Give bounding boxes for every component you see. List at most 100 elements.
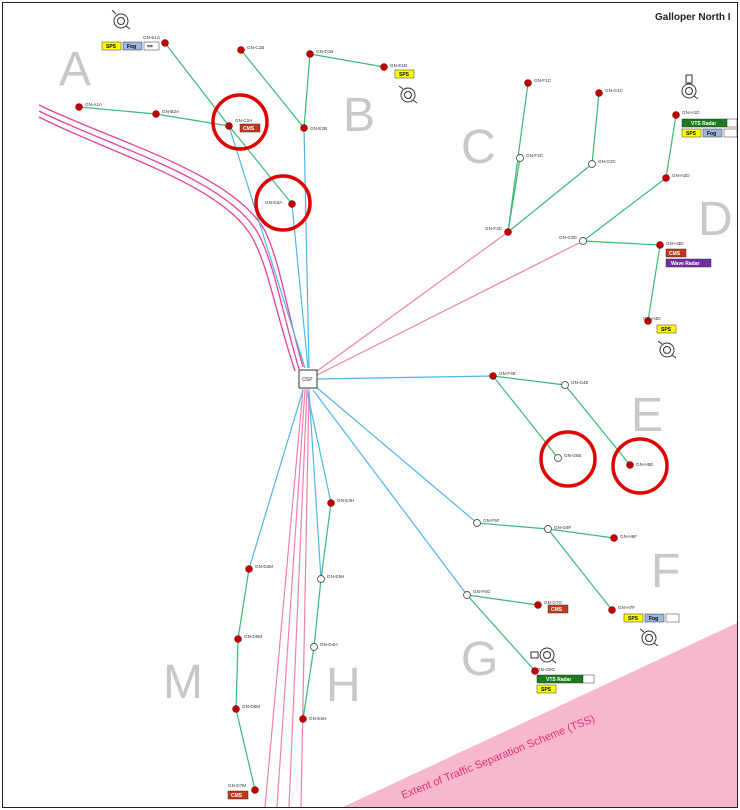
node-label-gn-g8g: GN-G8G	[537, 667, 556, 672]
node-label-gn-d1b: GN-D1B	[316, 49, 333, 54]
zone-letter-a: A	[59, 43, 91, 96]
turbine-node-open	[588, 160, 596, 168]
node-label-gn-d5m: GN-D5M	[244, 634, 262, 639]
turbine-node	[380, 63, 388, 71]
horn-icon	[639, 628, 659, 647]
highlight-circle-g5e	[539, 430, 597, 488]
tag-cms: CMS	[231, 793, 243, 799]
node-label-gn-d7m: GN-D7M	[228, 783, 246, 788]
node-label-gn-f5f: GN-F5F	[483, 518, 500, 523]
turbine-node	[225, 122, 233, 130]
turbine-node	[489, 372, 497, 380]
oss-box	[298, 369, 318, 389]
node-label-gn-f1c: GN-F1C	[534, 78, 552, 83]
blue-array-cables	[228, 125, 494, 596]
tag-group-h7f: SPS Fog	[623, 613, 680, 623]
turbine-node	[237, 46, 245, 54]
tss-area	[343, 623, 737, 807]
tag-group-h3d: CMS Wave Radar	[665, 248, 712, 268]
turbine-node-open	[473, 519, 481, 527]
tag-vts-radar: VTS Radar	[546, 677, 571, 683]
node-label-gn-h3d: GN-H3D	[666, 241, 684, 246]
turbine-node	[531, 667, 539, 675]
diagram-title: Galloper North I	[655, 12, 731, 23]
zone-letter-e: E	[631, 389, 663, 442]
turbine-node	[610, 534, 618, 542]
turbine-node-open	[310, 643, 318, 651]
tag-group-g7g: CMS	[547, 604, 569, 614]
node-label-gn-f4e: GN-F4E	[499, 371, 516, 376]
turbine-node	[662, 174, 670, 182]
tag-small-box: ==	[147, 44, 153, 50]
horn-icon	[530, 647, 557, 664]
node-label-gn-a1a: GN-A1A	[85, 102, 103, 107]
node-label-gn-e5h-lower: GN-E5H	[309, 716, 326, 721]
turbine-node	[306, 50, 314, 58]
zone-letter-f: F	[651, 545, 680, 598]
turbine-node	[161, 39, 169, 47]
tag-cms: CMS	[243, 126, 255, 132]
zone-letter-m: M	[163, 656, 203, 709]
horn-icon	[398, 85, 418, 104]
turbine-node	[234, 635, 242, 643]
node-label-gn-h6f: GN-H6F	[620, 534, 637, 539]
turbine-node-open	[463, 591, 471, 599]
tag-group-d7m: CMS	[227, 790, 249, 800]
node-label-gn-h4d: GN-H4D	[643, 316, 661, 321]
node-label-gn-f6g: GN-F6G	[473, 589, 491, 594]
tag-cms: CMS	[551, 607, 563, 613]
pink-export-cables	[264, 388, 310, 807]
turbine-node	[595, 89, 603, 97]
tag-sps: SPS	[661, 327, 672, 333]
tag-fog: Fog	[707, 131, 716, 137]
tag-cms: CMS	[669, 251, 681, 257]
zone-letter-h: H	[326, 659, 361, 712]
tag-sps: SPS	[106, 44, 117, 50]
turbine-node	[644, 317, 652, 325]
turbine-node-open	[561, 381, 569, 389]
node-label-gn-d4h: GN-D4H	[320, 642, 338, 647]
zone-letter-d: D	[698, 193, 733, 246]
tag-sps: SPS	[628, 616, 639, 622]
node-labels: GN-A1A GN-B2A GN-C2A GN-D3A GN-E1A GN-C1…	[85, 35, 700, 788]
tag-sps: SPS	[686, 131, 697, 137]
horn-icon	[657, 340, 677, 359]
node-label-gn-e2b: GN-E2B	[310, 126, 327, 131]
tag-fog: Fog	[127, 44, 136, 50]
tag-sps: SPS	[399, 72, 410, 78]
highlight-circles	[211, 93, 669, 495]
node-label-gn-e1a: GN-E1A	[143, 35, 161, 40]
tag-sps: SPS	[541, 687, 552, 693]
highlight-circle-c2a	[211, 93, 269, 151]
zone-letter-c: C	[461, 121, 496, 174]
horn-icon	[681, 74, 699, 100]
tag-fog: Fog	[649, 616, 658, 622]
tag-group-g8g: VTS Radar SPS	[536, 674, 595, 694]
node-label-gn-h7f: GN-H7F	[618, 605, 635, 610]
node-label-gn-g3d: GN-G3D	[559, 235, 578, 240]
turbine-node	[288, 200, 296, 208]
turbine-node	[504, 228, 512, 236]
node-label-gn-c2a: GN-C2A	[235, 118, 253, 123]
highlight-circle-d3a	[254, 174, 312, 232]
node-label-gn-e5h-upper: GN-E5H	[327, 574, 344, 579]
turbine-node-open	[554, 454, 562, 462]
turbine-node	[232, 705, 240, 713]
horn-icon	[111, 9, 131, 30]
turbine-node	[534, 601, 542, 609]
node-label-gn-g5e: GN-G5E	[564, 453, 582, 458]
equipment-tags: SPS Fog == CMS SPS VTS Radar	[101, 41, 737, 800]
turbine-node	[327, 499, 335, 507]
tag-group-h1d: VTS Radar SPS Fog	[681, 118, 737, 138]
node-label-gn-g4e: GN-G4E	[571, 380, 589, 385]
node-label-gn-d6m: GN-D6M	[242, 704, 260, 709]
node-label-gn-h1d: GN-H1D	[682, 110, 700, 115]
node-label-gn-e3h: GN-E3H	[337, 498, 354, 503]
node-label-gn-g7g: GN-G7G	[544, 600, 563, 605]
zone-letter-b: B	[343, 89, 375, 142]
turbine-node	[75, 103, 83, 111]
tag-group-e1b: SPS	[394, 69, 415, 79]
node-label-gn-h5e: GN-H5E	[636, 462, 653, 467]
green-array-cables	[78, 42, 677, 791]
